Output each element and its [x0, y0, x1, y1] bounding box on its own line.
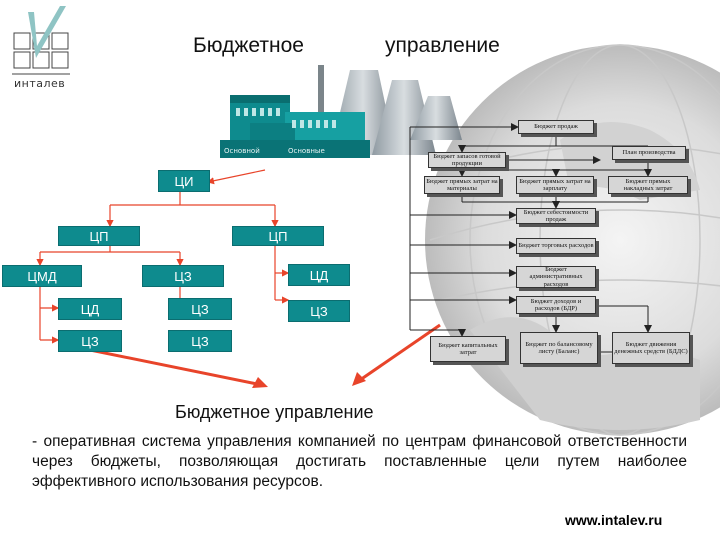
center-cd-left: ЦД	[58, 298, 122, 320]
plant-label-2: Основные	[288, 147, 325, 155]
budget-admin-expenses: Бюджет административных расходов	[516, 266, 596, 288]
center-cmd: ЦМД	[2, 265, 82, 287]
budget-direct-materials: Бюджет прямых затрат на материалы	[424, 176, 500, 194]
center-cz-b2: ЦЗ	[168, 330, 232, 352]
center-cz-right: ЦЗ	[288, 300, 350, 322]
budget-stock: Бюджет запасов готовой продукции	[428, 152, 506, 168]
budget-connector-lines	[409, 123, 652, 353]
big-red-arrows	[89, 323, 441, 388]
website-url: www.intalev.ru	[565, 512, 663, 528]
logo-graphic	[12, 6, 70, 75]
budget-cost-of-sales: Бюджет себестоимости продаж	[516, 208, 596, 224]
title-left: Бюджетное	[193, 34, 304, 57]
title-right: управление	[385, 34, 500, 57]
section-heading: Бюджетное управление	[175, 402, 374, 422]
center-cp-right: ЦП	[232, 226, 324, 246]
budget-income-expense: Бюджет доходов и расходов (БДР)	[516, 296, 596, 314]
definition-paragraph: - оперативная система управления компани…	[32, 433, 687, 490]
center-cp-left: ЦП	[58, 226, 140, 246]
budget-sales: Бюджет продаж	[518, 120, 594, 134]
budget-overhead: Бюджет прямых накладных затрат	[608, 176, 688, 194]
budget-balance: Бюджет по балансовому листу (Баланс)	[520, 332, 598, 364]
budget-production-plan: План производства	[612, 146, 686, 160]
center-cz-l3: ЦЗ	[58, 330, 122, 352]
center-connector-lines	[36, 169, 290, 344]
center-ci: ЦИ	[158, 170, 210, 192]
budget-selling-expenses: Бюджет торговых расходов	[516, 238, 596, 254]
budget-capex: Бюджет капитальных затрат	[430, 336, 506, 362]
plant-label-1: Основной	[224, 147, 260, 155]
budget-direct-labor: Бюджет прямых затрат на зарплату	[516, 176, 594, 194]
center-cz-b1: ЦЗ	[168, 298, 232, 320]
logo-text: инталев	[14, 77, 66, 90]
center-cz-mid: ЦЗ	[142, 265, 224, 287]
budget-cash-flow: Бюджет движения денежных средств (БДДС)	[612, 332, 690, 364]
center-cd-right: ЦД	[288, 264, 350, 286]
power-plant-graphic	[220, 65, 462, 158]
